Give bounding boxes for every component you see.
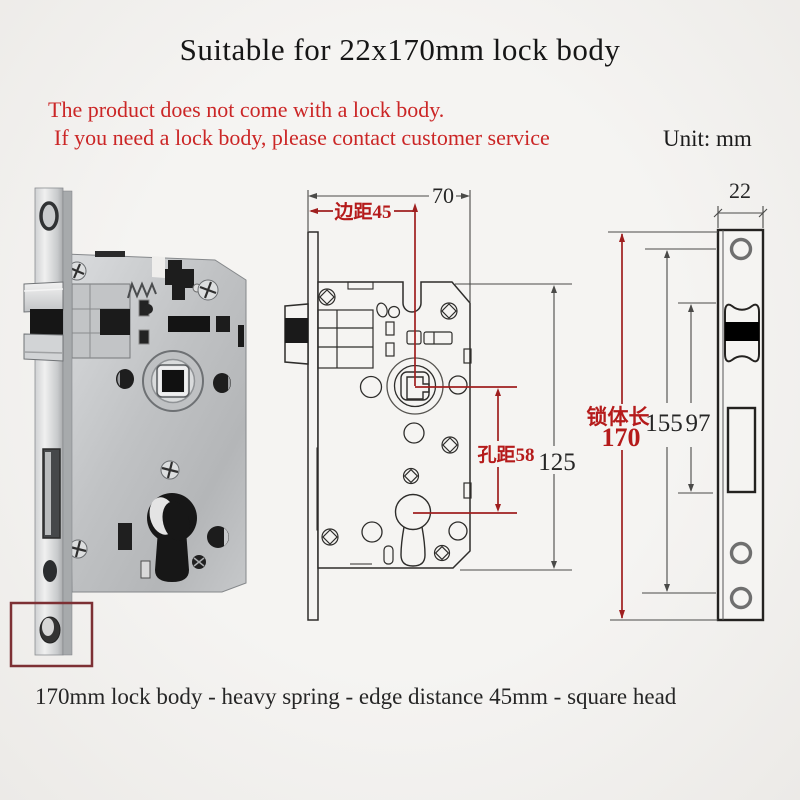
unit-label: Unit: mm: [663, 126, 752, 151]
photo-cylinder-keyhole: [147, 493, 197, 582]
photo-top-slot: [95, 251, 125, 257]
side-bottom-screw-hole-2: [729, 586, 753, 610]
bottom-caption: 170mm lock body - heavy spring - edge di…: [35, 684, 677, 709]
notice-line-1: The product does not come with a lock bo…: [48, 97, 445, 122]
photo-small-slot: [140, 560, 151, 579]
side-top-screw-hole: [729, 237, 753, 261]
front-view-dimensions: [307, 190, 572, 571]
dim-bolt-span: 97: [686, 410, 711, 437]
lock-body-photo: [9, 187, 247, 668]
photo-spring: [127, 280, 157, 299]
front-view-red-dimensions: [309, 203, 517, 514]
front-screws: [318, 288, 459, 562]
front-cylinder-keyhole: [394, 493, 432, 567]
front-spring-box: [317, 309, 374, 369]
front-faceplate-edge: [307, 231, 319, 621]
dim-front-height: 125: [538, 449, 576, 476]
front-square-spindle-hole: [406, 376, 430, 400]
notice-line-2: If you need a lock body, please contact …: [54, 125, 550, 150]
photo-dark-screws: [116, 304, 231, 569]
dim-side-width: 22: [729, 178, 751, 203]
photo-stop-slot-2: [216, 316, 230, 332]
front-internal-parts: [376, 302, 472, 565]
front-view-drawing: [284, 231, 472, 621]
side-deadbolt: [726, 406, 757, 494]
dim-front-width: 70: [432, 183, 454, 208]
photo-edge-slot: [238, 325, 244, 347]
photo-stop-slot: [168, 316, 210, 332]
photo-spindle-hub: [142, 350, 204, 412]
photo-cylinder-screw-hole: [43, 560, 57, 582]
photo-dark-part: [118, 523, 132, 550]
photo-top-screw-hole: [39, 201, 59, 231]
page-title: Suitable for 22x170mm lock body: [179, 32, 621, 67]
photo-cam-cutout: [165, 260, 194, 300]
dim-screw-span: 155: [645, 410, 683, 437]
notice-text: The product does not come with a lock bo…: [48, 96, 550, 152]
dim-body-length-value: 170: [602, 423, 641, 452]
side-bottom-screw-hole-1: [729, 541, 753, 565]
photo-latch-tail: [100, 309, 130, 335]
dim-edge-distance: 边距45: [333, 201, 391, 223]
front-top-tab: [347, 281, 374, 290]
photo-square-spindle-hole: [162, 370, 184, 392]
photo-faceplate: [34, 187, 73, 656]
side-view-dimensions: [608, 206, 768, 621]
side-view-red-dimension: [619, 233, 625, 619]
front-case-outline: [317, 281, 471, 569]
highlight-box: [9, 601, 94, 668]
photo-top-notch: [152, 256, 165, 278]
dim-body-length-label: 锁体长: [587, 405, 651, 429]
side-latch-bolt: [724, 303, 760, 363]
photo-latch-bolt: [23, 281, 64, 362]
front-latch-bolt: [284, 303, 309, 365]
dim-hole-distance: 孔距58: [477, 444, 534, 466]
side-view-drawing: [716, 228, 765, 622]
front-holes: [359, 375, 468, 543]
photo-slot-b: [138, 329, 150, 345]
